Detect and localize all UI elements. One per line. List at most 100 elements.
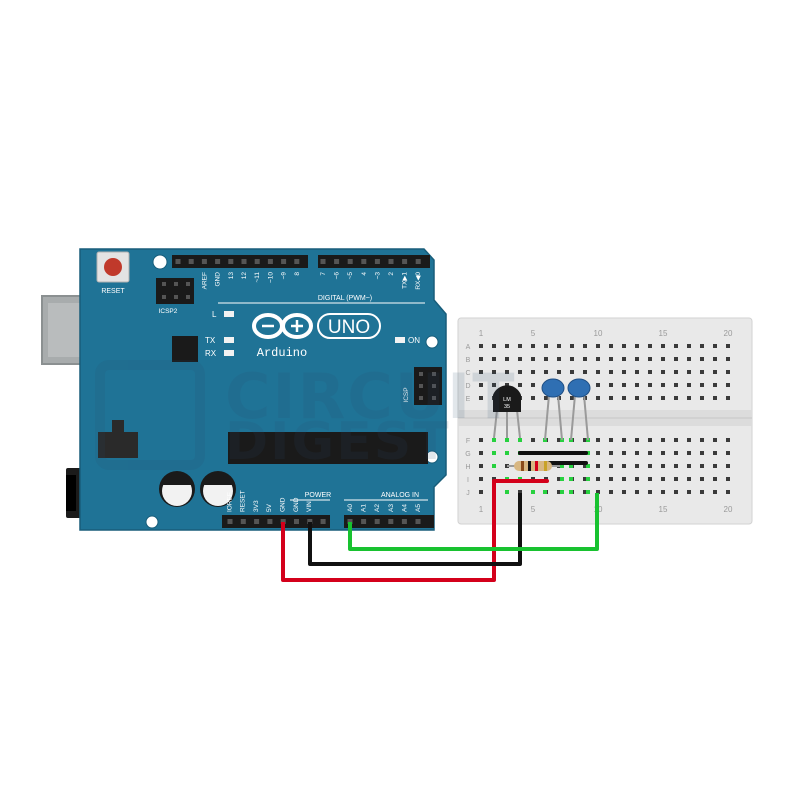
digital-pin-label: AREF <box>201 272 208 289</box>
breadboard-column-number: 5 <box>531 505 536 514</box>
breadboard-hole <box>570 344 574 348</box>
uno-badge <box>317 313 381 339</box>
icsp2-pin <box>186 282 190 286</box>
breadboard-hole <box>557 477 561 481</box>
led-on <box>395 337 405 343</box>
breadboard-hole <box>713 490 717 494</box>
sensor-label-line2: 35 <box>504 404 510 410</box>
breadboard-hole <box>661 370 665 374</box>
header-hole <box>388 259 394 264</box>
icsp-pin <box>419 384 423 388</box>
breadboard-hole <box>596 383 600 387</box>
breadboard-hole <box>635 344 639 348</box>
breadboard-column-number: 15 <box>659 505 668 514</box>
breadboard-hole <box>609 477 613 481</box>
breadboard-hole <box>713 396 717 400</box>
power-pin-label: GND <box>293 497 300 512</box>
reset-label: RESET <box>101 288 125 295</box>
breadboard-hole <box>622 464 626 468</box>
breadboard-hole <box>635 477 639 481</box>
breadboard-hole <box>596 344 600 348</box>
breadboard-hole <box>492 383 496 387</box>
breadboard-hole <box>583 357 587 361</box>
breadboard-hole <box>687 490 691 494</box>
power-pin-label: VIN <box>306 501 313 512</box>
breadboard-hole <box>609 383 613 387</box>
header-hole <box>307 519 313 524</box>
digital-pin-label: 8 <box>294 272 301 276</box>
wire-gnd-black <box>308 493 522 566</box>
breadboard-hole-used <box>492 464 496 468</box>
breadboard-column-number: 20 <box>724 505 733 514</box>
breadboard-hole <box>700 464 704 468</box>
icsp-label: ICSP <box>403 387 410 402</box>
header-hole <box>320 259 326 264</box>
capacitor-left <box>159 471 195 507</box>
header-hole <box>254 519 260 524</box>
digital-label: DIGITAL (PWM~) <box>318 295 372 302</box>
breadboard-hole <box>700 490 704 494</box>
header-hole <box>294 259 300 264</box>
breadboard-hole <box>648 464 652 468</box>
breadboard-column-number: 20 <box>724 329 733 338</box>
digital-header-right <box>318 255 430 268</box>
digital-pin-label: ~5 <box>347 272 354 280</box>
breadboard-hole <box>648 357 652 361</box>
breadboard-hole <box>687 344 691 348</box>
header-hole <box>361 259 367 264</box>
icsp2-pin <box>162 282 166 286</box>
breadboard-hole <box>713 383 717 387</box>
icsp-pin <box>432 396 436 400</box>
breadboard-hole <box>570 357 574 361</box>
power-pin-label: GND <box>280 497 287 512</box>
ceramic-capacitor-1 <box>541 378 565 441</box>
breadboard-hole <box>635 490 639 494</box>
icsp-pin <box>432 384 436 388</box>
breadboard-hole-used <box>543 490 547 494</box>
breadboard-hole <box>700 370 704 374</box>
uno-label: UNO <box>328 317 370 338</box>
breadboard-hole <box>609 464 613 468</box>
header-hole <box>215 259 221 264</box>
power-pin-label: 5V <box>266 503 273 512</box>
breadboard-hole <box>479 438 483 442</box>
voltage-regulator <box>98 432 138 458</box>
breadboard-hole <box>726 490 730 494</box>
analog-pin-label: A3 <box>388 504 395 512</box>
breadboard-hole <box>596 357 600 361</box>
breadboard-hole <box>713 451 717 455</box>
breadboard-hole <box>609 344 613 348</box>
breadboard-hole <box>726 396 730 400</box>
breadboard-hole <box>687 477 691 481</box>
breadboard-hole <box>674 490 678 494</box>
breadboard-hole <box>609 370 613 374</box>
digital-pin-label: 7 <box>320 272 327 276</box>
breadboard-hole <box>687 438 691 442</box>
breadboard-hole <box>505 357 509 361</box>
power-pin-label: 3V3 <box>253 500 260 512</box>
breadboard-hole <box>479 464 483 468</box>
breadboard-hole <box>674 357 678 361</box>
breadboard-hole <box>726 451 730 455</box>
breadboard-hole <box>505 344 509 348</box>
breadboard-hole <box>518 357 522 361</box>
header-hole <box>267 259 273 264</box>
breadboard-hole <box>531 344 535 348</box>
breadboard-hole <box>648 490 652 494</box>
breadboard-hole <box>726 464 730 468</box>
breadboard-hole <box>661 383 665 387</box>
wire-a0-green <box>348 493 599 551</box>
digital-pin-label: GND <box>215 272 222 287</box>
led-rx <box>224 350 234 356</box>
breadboard-hole <box>674 438 678 442</box>
header-hole <box>415 259 421 264</box>
header-hole <box>347 259 353 264</box>
breadboard-hole <box>700 477 704 481</box>
breadboard-hole <box>661 396 665 400</box>
breadboard-hole-used <box>560 490 564 494</box>
breadboard-hole <box>648 438 652 442</box>
